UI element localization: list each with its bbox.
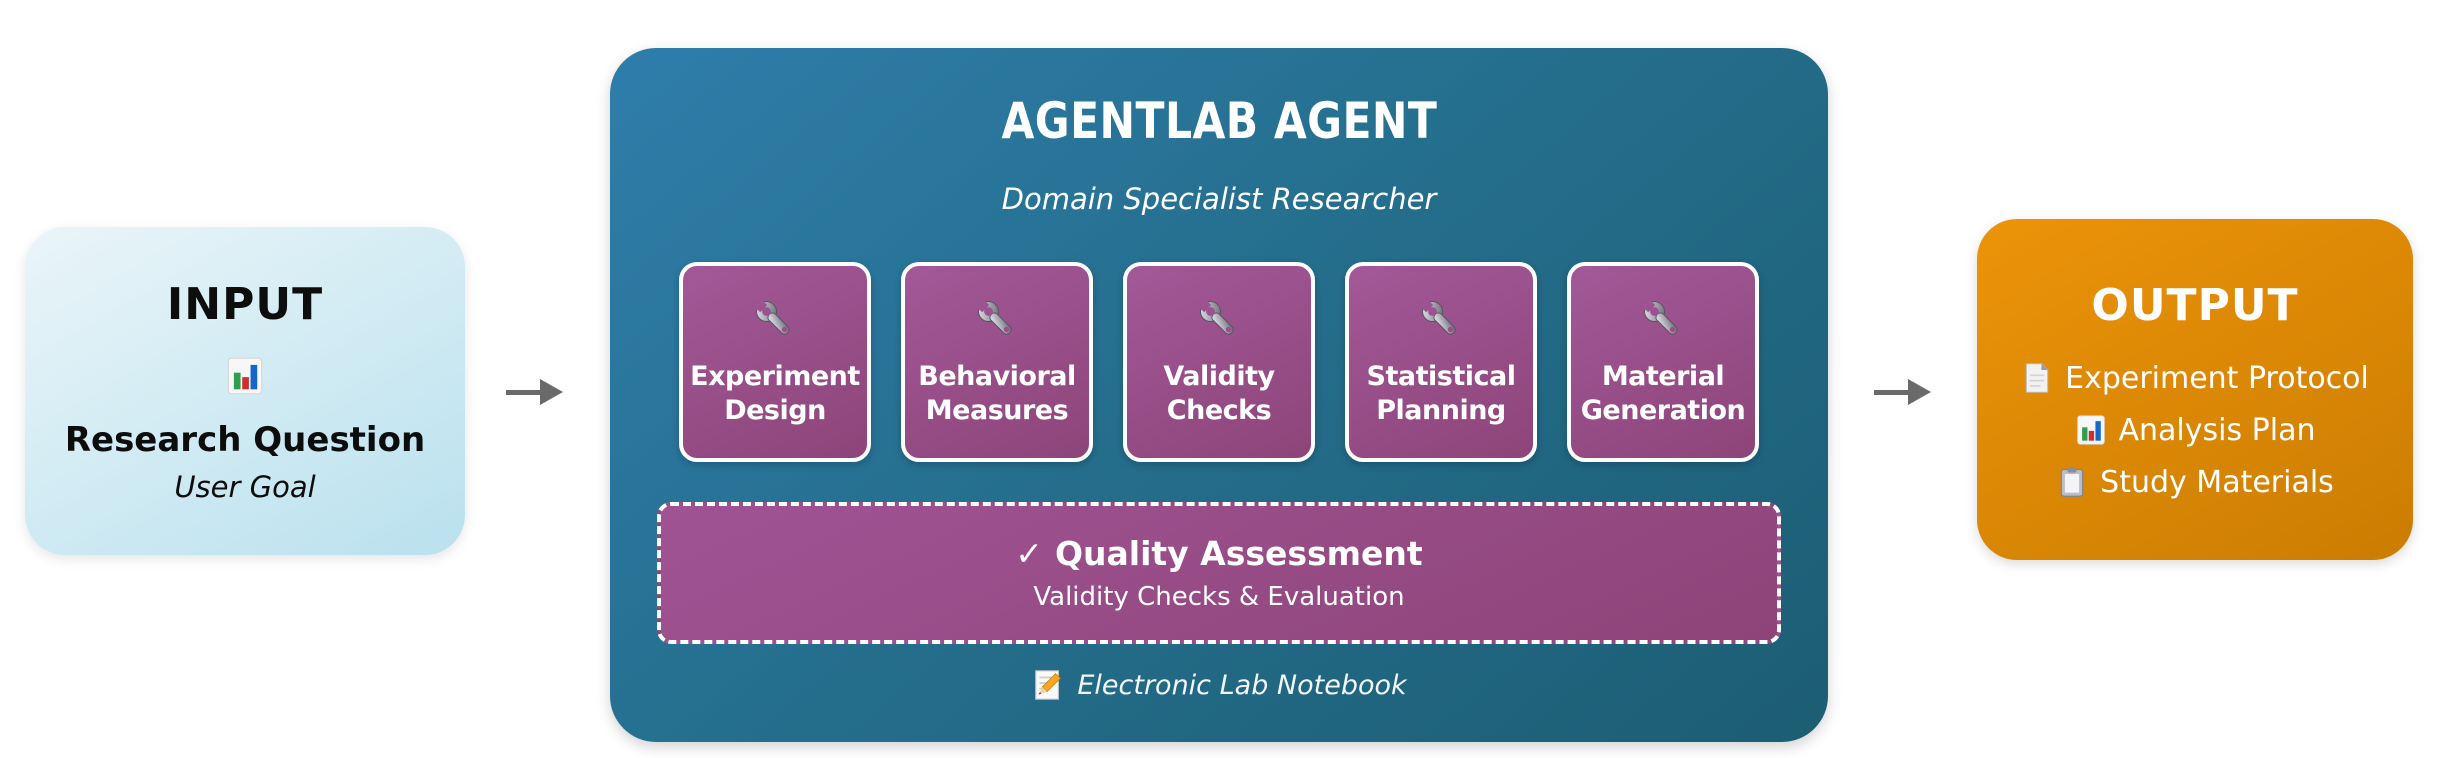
bar-chart-icon [225,356,265,396]
agent-title-row: AGENTLAB AGENT [610,92,1828,150]
quality-assessment-box: ✓ Quality Assessment Validity Checks & E… [657,502,1781,644]
output-item-label: Analysis Plan [2118,412,2316,448]
tool-label: Behavioral Measures [918,360,1076,426]
tools-row: Experiment Design Behavioral Measures Va… [610,262,1828,462]
tool-label: Material Generation [1580,360,1746,426]
wrench-icon [1195,296,1243,344]
tool-box-experiment-design: Experiment Design [679,262,871,462]
output-title: OUTPUT [2091,279,2299,331]
wrench-icon [1639,296,1687,344]
output-item-label: Study Materials [2100,464,2334,500]
arrow-head-icon [540,379,563,405]
input-research-question-label: Research Question [64,419,426,460]
memo-icon [1031,668,1065,702]
tool-box-validity-checks: Validity Checks [1123,262,1315,462]
tool-label: Validity Checks [1163,360,1275,426]
input-user-goal-label: User Goal [174,469,316,504]
bar-chart-icon [2075,414,2107,446]
tool-label: Experiment Design [690,360,860,426]
output-item-label: Experiment Protocol [2065,360,2369,396]
output-item-analysis-plan: Analysis Plan [2021,413,2369,448]
tool-box-material-generation: Material Generation [1567,262,1759,462]
input-box: INPUT Research Question User Goal [25,227,465,555]
arrow-line [506,389,540,395]
output-item-study-materials: Study Materials [2021,465,2369,500]
tool-label: Statistical Planning [1366,360,1516,426]
output-item-experiment-protocol: Experiment Protocol [2021,361,2369,396]
check-icon: ✓ [1015,534,1043,573]
output-items: Experiment Protocol Analysis Plan Study … [2021,361,2369,500]
wrench-icon [1417,296,1465,344]
tool-box-statistical-planning: Statistical Planning [1345,262,1537,462]
clipboard-icon [2056,466,2088,498]
arrow-agent-to-output [1874,377,1931,407]
agent-footer: Electronic Lab Notebook [610,668,1828,702]
quality-title-row: ✓ Quality Assessment [1015,534,1422,573]
input-title: INPUT [166,278,324,330]
agent-box: AGENTLAB AGENT Domain Specialist Researc… [610,48,1828,742]
quality-subtitle: Validity Checks & Evaluation [1033,582,1405,612]
arrow-head-icon [1908,379,1931,405]
electronic-lab-notebook-label: Electronic Lab Notebook [1077,669,1407,701]
arrow-input-to-agent [506,377,563,407]
page-icon [2021,362,2053,394]
arrow-line [1874,389,1908,395]
wrench-icon [751,296,799,344]
tool-box-behavioral-measures: Behavioral Measures [901,262,1093,462]
wrench-icon [973,296,1021,344]
quality-title: Quality Assessment [1054,534,1423,573]
agent-title: AGENTLAB AGENT [1001,92,1437,150]
output-box: OUTPUT Experiment Protocol Analysis Plan… [1977,219,2413,560]
agent-subtitle: Domain Specialist Researcher [1001,182,1437,216]
